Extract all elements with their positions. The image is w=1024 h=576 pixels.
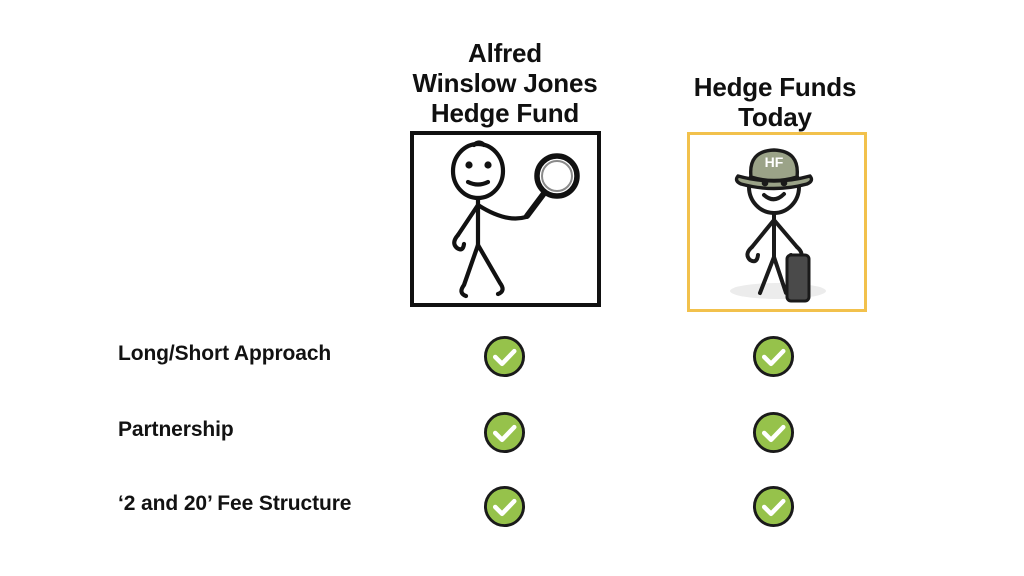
check-circle-icon: [752, 411, 795, 454]
eyes: [465, 161, 492, 169]
check-circle-icon: [752, 335, 795, 378]
row-label-fee-structure: ‘2 and 20’ Fee Structure: [118, 492, 352, 515]
check-mark-long-short-approach-today: [752, 335, 795, 378]
check-mark-fee-structure-today: [752, 485, 795, 528]
briefcase-icon: [785, 253, 811, 303]
heading-line: Today: [738, 102, 812, 132]
row-label-partnership: Partnership: [118, 418, 234, 441]
illustration-frame-hedge-funds-today: HF: [687, 132, 867, 312]
check-circle-icon: [752, 485, 795, 528]
check-mark-partnership-alfred: [483, 411, 526, 454]
check-circle-icon: [483, 335, 526, 378]
stick-figure-with-hat-and-briefcase-icon: HF: [730, 148, 826, 303]
stick-figure-with-magnifying-glass-icon: [450, 140, 580, 299]
check-circle-icon: [483, 485, 526, 528]
heading-line: Hedge Fund: [430, 98, 580, 128]
check-circle-icon: [483, 411, 526, 454]
heading-line: Hedge Funds: [693, 72, 857, 102]
check-mark-fee-structure-alfred: [483, 485, 526, 528]
check-mark-partnership-today: [752, 411, 795, 454]
column-heading-alfred-winslow-jones: Alfred Winslow Jones Hedge Fund: [375, 38, 635, 128]
ground-shadow: [730, 283, 826, 299]
check-mark-long-short-approach-alfred: [483, 335, 526, 378]
heading-line: Winslow Jones: [412, 68, 598, 98]
fedora-hat-icon: HF: [734, 148, 814, 191]
hat-label: HF: [765, 154, 784, 170]
column-heading-hedge-funds-today: Hedge Funds Today: [660, 72, 890, 132]
illustration-frame-alfred-winslow-jones: [410, 131, 601, 307]
eyes: [761, 179, 788, 187]
heading-line: Alfred: [468, 38, 542, 68]
row-label-long-short-approach: Long/Short Approach: [118, 342, 332, 365]
